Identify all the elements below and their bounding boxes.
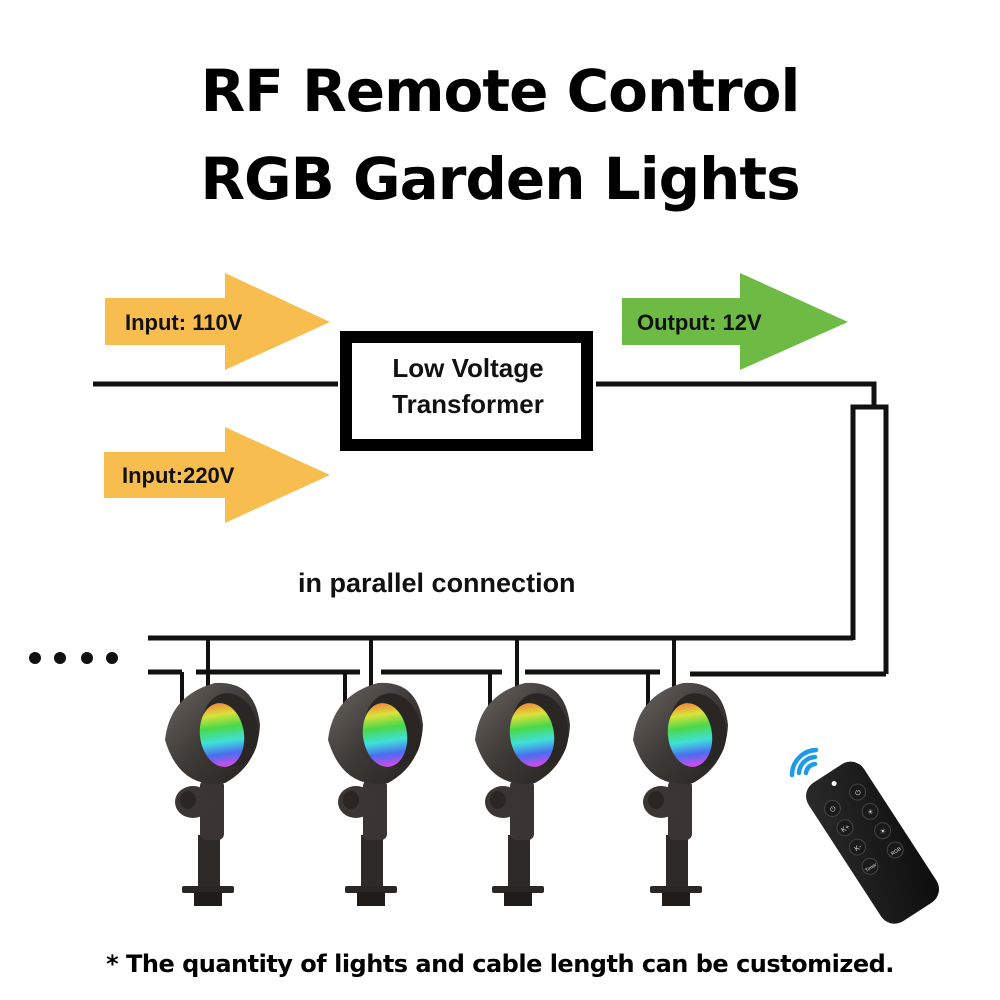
- svg-text:⏻: ⏻: [854, 788, 863, 798]
- drops-wire-b: [180, 672, 661, 708]
- svg-text:RGB: RGB: [890, 846, 903, 857]
- rgb-spotlight: [633, 682, 728, 906]
- bus-wire-b: [148, 669, 886, 677]
- input-110v-arrow: [105, 273, 330, 370]
- output-12v-label: Output: 12V: [637, 310, 762, 335]
- svg-text:K-: K-: [853, 843, 863, 853]
- input-220v-arrow: [104, 427, 330, 523]
- svg-text:☀: ☀: [878, 826, 888, 836]
- svg-text:K+: K+: [840, 824, 851, 835]
- title-line-2: RGB Garden Lights: [200, 145, 800, 213]
- svg-text:⏻: ⏻: [828, 804, 837, 814]
- output-12v-arrow: [622, 273, 848, 370]
- wireless-signal-icon: [789, 747, 819, 778]
- output-wire: [596, 381, 877, 406]
- title-line-1: RF Remote Control: [200, 57, 801, 125]
- transformer-label: Low Voltage Transformer: [348, 350, 588, 422]
- drops-wire-a: [206, 638, 676, 688]
- transformer-label-line2: Transformer: [392, 389, 544, 419]
- input-220v-label: Input:220V: [122, 463, 235, 488]
- ellipsis-dots-icon: [29, 652, 118, 664]
- input-110v-label: Input: 110V: [125, 310, 243, 335]
- parallel-connection-label: in parallel connection: [298, 568, 576, 598]
- transformer-label-line1: Low Voltage: [392, 353, 544, 383]
- transformer-box: [340, 331, 593, 451]
- remote-control: ⏻ ⏻ K+ ☀ K- ☀ Timer RGB: [789, 747, 939, 924]
- rgb-spotlight: [328, 682, 423, 906]
- rgb-spotlight: [475, 682, 570, 906]
- rgb-spotlight: [165, 682, 260, 906]
- footnote: * The quantity of lights and cable lengt…: [106, 950, 894, 978]
- svg-text:☀: ☀: [866, 807, 876, 817]
- output-wire-split: [850, 404, 889, 674]
